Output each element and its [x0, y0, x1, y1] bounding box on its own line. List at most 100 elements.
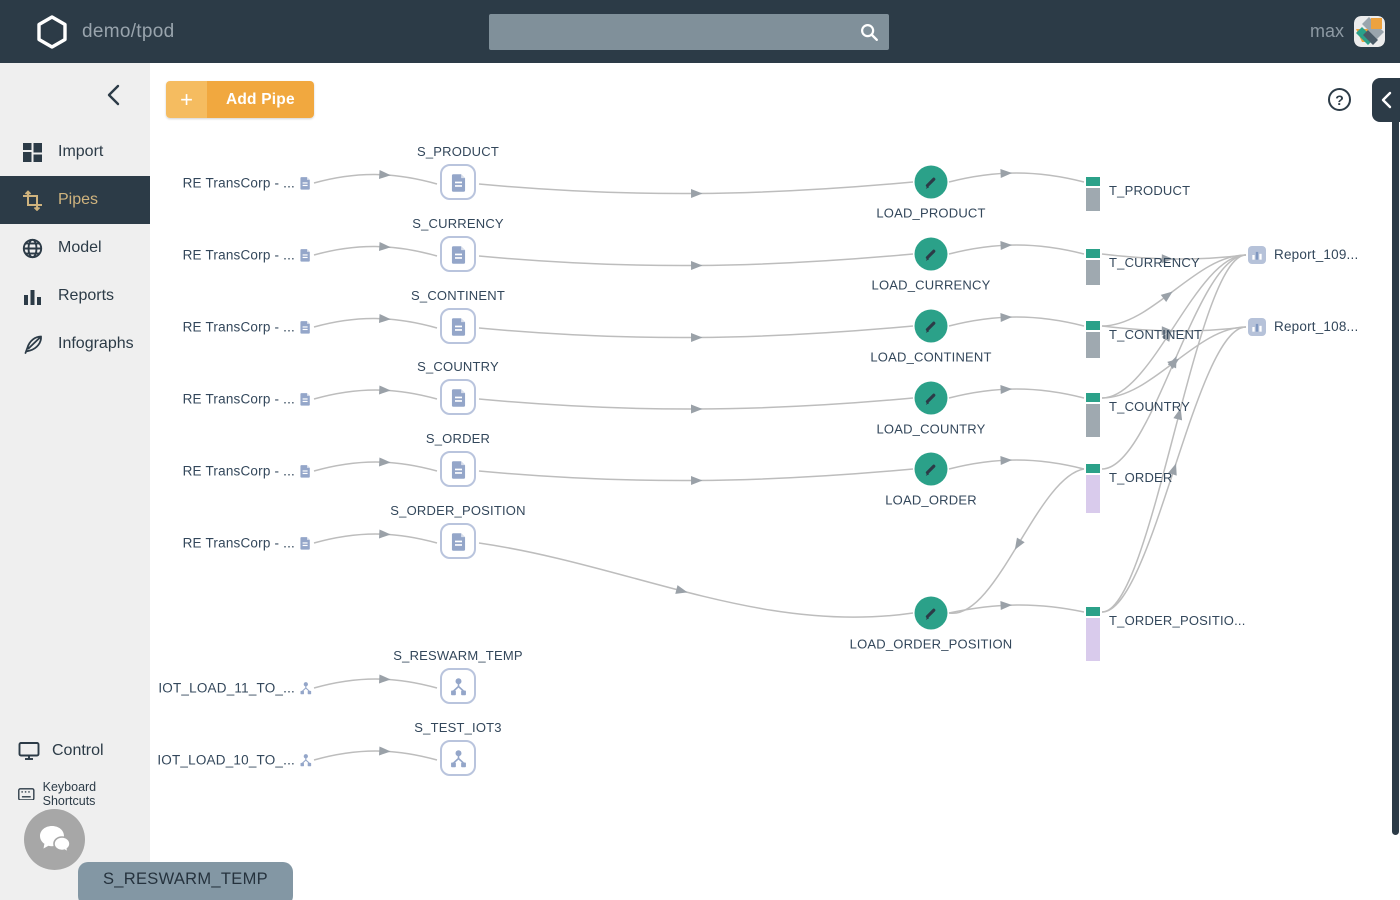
document-icon — [298, 176, 313, 191]
node-t_product[interactable]: T_PRODUCT — [1086, 177, 1190, 211]
sidebar-item-reports[interactable]: Reports — [0, 272, 150, 320]
search-icon[interactable] — [858, 21, 880, 43]
node-t_order_position[interactable]: T_ORDER_POSITIO... — [1086, 607, 1245, 661]
node-src2[interactable]: RE TransCorp - ... — [183, 248, 313, 263]
pencil-icon — [922, 604, 941, 623]
right-panel-expand-tab[interactable] — [1372, 78, 1400, 122]
add-pipe-button[interactable]: + Add Pipe — [166, 81, 314, 118]
keyboard-icon — [18, 787, 35, 801]
search-input[interactable] — [489, 14, 858, 50]
edge-s_currency-to-load_currency — [478, 253, 914, 267]
document-icon — [298, 248, 313, 263]
node-label: T_PRODUCT — [1109, 183, 1191, 198]
node-iot11[interactable]: IOT_LOAD_11_TO_... — [158, 681, 313, 696]
edge-src2-to-s_currency — [313, 245, 438, 257]
table-cap — [1086, 464, 1100, 473]
pencil-icon — [922, 389, 941, 408]
crop-icon — [22, 189, 43, 211]
grid-icon — [22, 142, 43, 163]
edge-src4-to-s_country — [313, 389, 438, 400]
node-tooltip: S_RESWARM_TEMP — [78, 862, 293, 900]
node-s_reswarm_temp[interactable]: S_RESWARM_TEMP — [393, 648, 523, 704]
document-icon — [448, 387, 469, 408]
document-icon — [448, 531, 469, 552]
share-icon — [448, 676, 469, 697]
sidebar-item-control[interactable]: Control — [0, 727, 150, 775]
node-s_currency[interactable]: S_CURRENCY — [412, 216, 504, 272]
node-load_currency[interactable]: LOAD_CURRENCY — [872, 237, 990, 293]
node-report_108[interactable]: Report_108... — [1248, 318, 1358, 336]
edge-arrowhead — [379, 170, 391, 179]
node-label: S_RESWARM_TEMP — [393, 648, 523, 663]
node-label: LOAD_CONTINENT — [870, 349, 992, 365]
node-src3[interactable]: RE TransCorp - ... — [183, 320, 313, 335]
node-t_order[interactable]: T_ORDER — [1086, 464, 1172, 513]
pipeline-canvas[interactable]: RE TransCorp - ... RE TransCorp - ... RE… — [150, 63, 1400, 900]
table-cap — [1086, 393, 1100, 402]
node-label: S_TEST_IOT3 — [414, 720, 502, 735]
edge-arrowhead — [1000, 240, 1013, 250]
edge-layer — [313, 168, 1247, 761]
node-s_order[interactable]: S_ORDER — [426, 431, 490, 487]
table-body — [1086, 618, 1100, 661]
edge-arrowhead — [675, 585, 688, 594]
table-body — [1086, 332, 1100, 358]
edge-src3-to-s_continent — [313, 317, 438, 329]
edge-src1-to-s_product — [313, 173, 438, 185]
edge-iot10-to-s_test_iot3 — [313, 750, 438, 761]
share-icon — [448, 748, 469, 769]
node-report_109[interactable]: Report_109... — [1248, 246, 1358, 264]
node-src6[interactable]: RE TransCorp - ... — [183, 536, 313, 551]
node-t_currency[interactable]: T_CURRENCY — [1086, 249, 1200, 285]
user-avatar[interactable] — [1354, 16, 1385, 47]
node-label: S_CURRENCY — [412, 216, 504, 231]
edge-load_country-to-t_country — [948, 388, 1085, 399]
sidebar-item-pipes[interactable]: Pipes — [0, 176, 150, 224]
document-icon — [298, 320, 313, 335]
node-load_product[interactable]: LOAD_PRODUCT — [876, 165, 985, 221]
table-body — [1086, 188, 1100, 211]
node-t_continent[interactable]: T_CONTINENT — [1086, 321, 1202, 358]
node-iot10[interactable]: IOT_LOAD_10_TO_... — [157, 753, 313, 768]
edge-arrowhead — [379, 314, 391, 323]
node-src1[interactable]: RE TransCorp - ... — [183, 176, 313, 191]
right-panel-collapsed-edge[interactable] — [1392, 104, 1399, 835]
table-body — [1086, 475, 1100, 513]
sidebar-item-keyboard-shortcuts[interactable]: Keyboard Shortcuts — [0, 780, 150, 808]
sidebar-item-label: Model — [58, 239, 102, 256]
node-label: RE TransCorp - ... — [182, 535, 295, 551]
edge-s_order_position-to-load_order_position — [478, 542, 914, 618]
node-s_continent[interactable]: S_CONTINENT — [411, 288, 505, 344]
table-cap — [1086, 249, 1100, 258]
edge-arrowhead — [379, 746, 391, 756]
chat-button[interactable] — [24, 809, 85, 870]
top-bar: demo/tpod max — [0, 0, 1400, 63]
node-load_order_position[interactable]: LOAD_ORDER_POSITION — [850, 596, 1012, 652]
sidebar-item-infographs[interactable]: Infographs — [0, 320, 150, 368]
document-icon — [298, 392, 313, 407]
table-cap — [1086, 607, 1100, 616]
node-label: S_COUNTRY — [417, 359, 499, 374]
search-bar — [489, 14, 889, 50]
node-t_country[interactable]: T_COUNTRY — [1086, 393, 1190, 437]
help-button[interactable]: ? — [1328, 88, 1351, 111]
node-s_order_position[interactable]: S_ORDER_POSITION — [390, 503, 526, 559]
node-label: T_CURRENCY — [1109, 255, 1200, 270]
sidebar-nav: Import Pipes Model — [0, 128, 150, 368]
node-load_continent[interactable]: LOAD_CONTINENT — [870, 309, 991, 365]
node-s_country[interactable]: S_COUNTRY — [417, 359, 499, 415]
node-label: IOT_LOAD_11_TO_... — [158, 680, 295, 696]
node-load_order[interactable]: LOAD_ORDER — [885, 452, 977, 508]
sidebar-item-model[interactable]: Model — [0, 224, 150, 272]
node-s_product[interactable]: S_PRODUCT — [417, 144, 499, 200]
node-label: RE TransCorp - ... — [182, 319, 295, 335]
node-src4[interactable]: RE TransCorp - ... — [183, 392, 313, 407]
chart-icon — [1250, 248, 1264, 262]
node-s_test_iot3[interactable]: S_TEST_IOT3 — [414, 720, 502, 776]
node-load_country[interactable]: LOAD_COUNTRY — [876, 381, 985, 437]
node-src5[interactable]: RE TransCorp - ... — [183, 464, 313, 479]
node-label: RE TransCorp - ... — [182, 175, 295, 191]
node-label: T_CONTINENT — [1109, 327, 1203, 342]
sidebar-item-import[interactable]: Import — [0, 128, 150, 176]
sidebar-collapse-chevron-icon[interactable] — [103, 83, 125, 107]
